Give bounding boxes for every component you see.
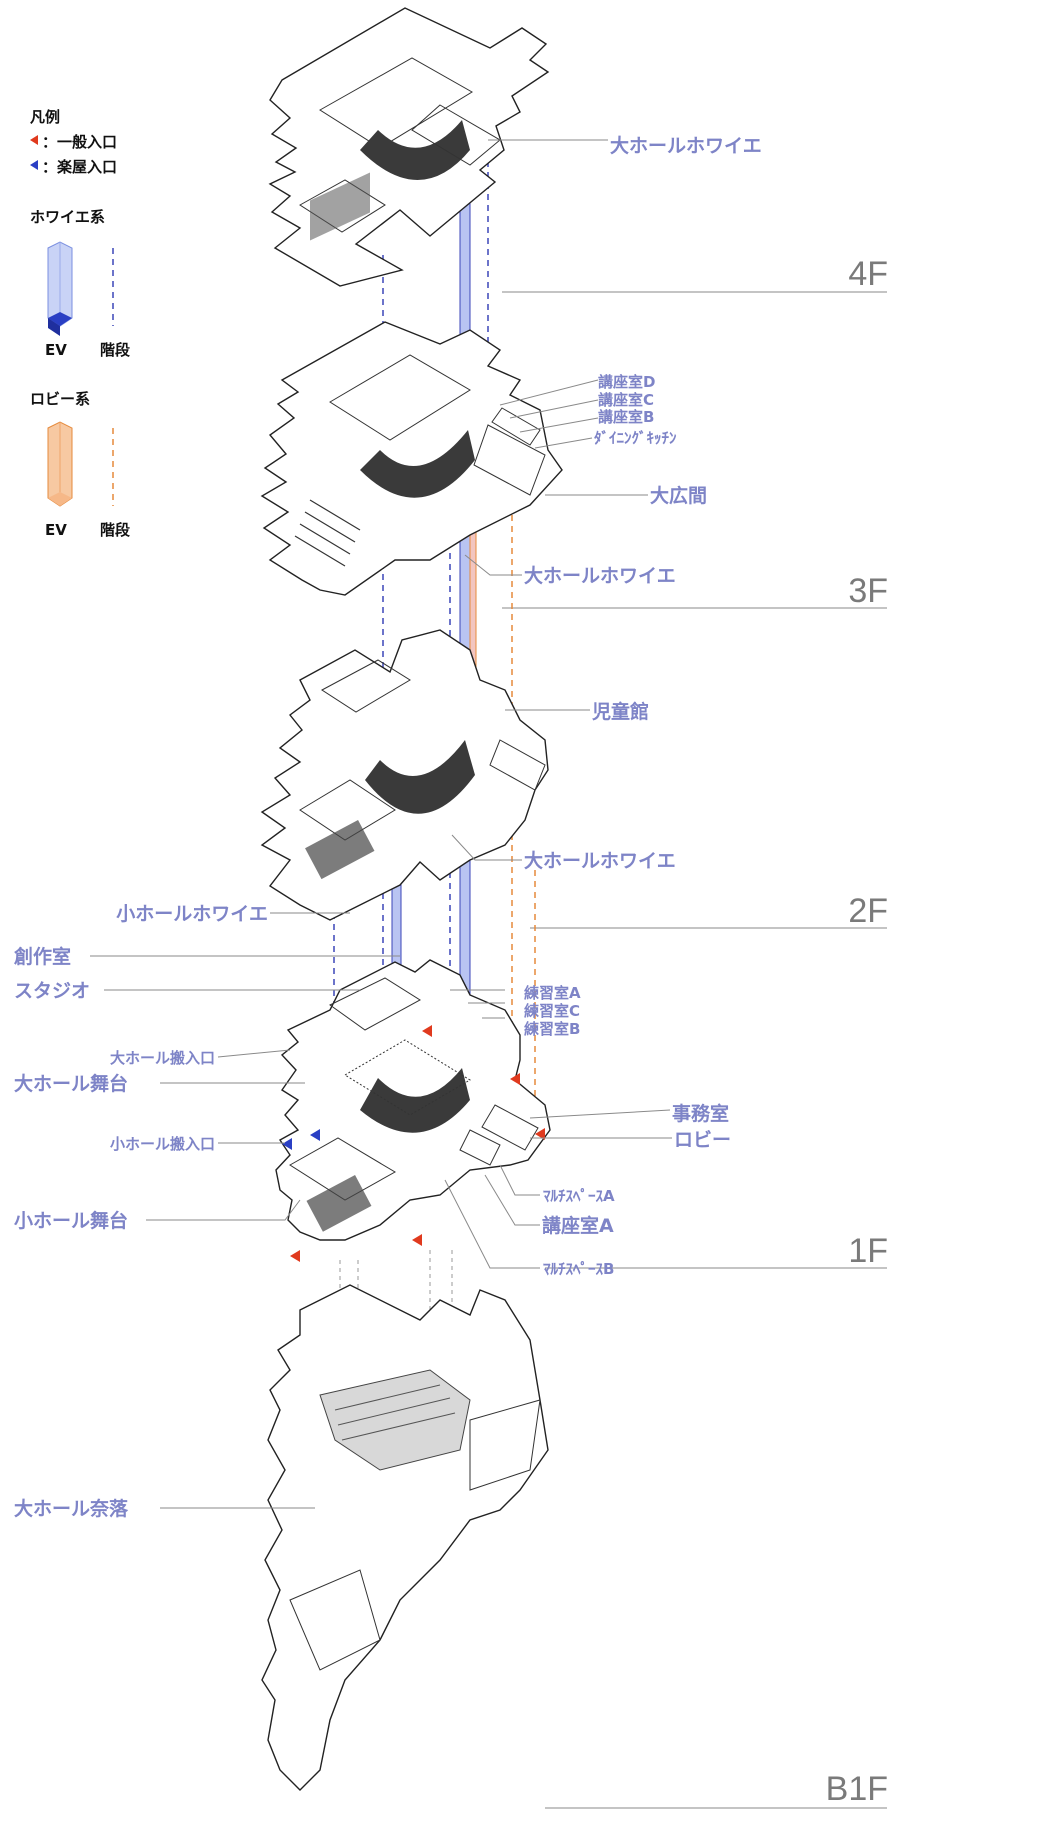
label-big-hall-loading: 大ホール搬入口: [110, 1049, 215, 1067]
floor-label-b1f: B1F: [826, 1770, 888, 1808]
general-entrance-marker-icon: [30, 135, 38, 145]
callouts-left: 小ホールホワイエ 創作室 スタジオ 大ホール搬入口 大ホール舞台 小ホール搬入口…: [14, 903, 400, 1520]
label-practice-b: 練習室B: [524, 1020, 580, 1038]
label-small-hall-loading: 小ホール搬入口: [110, 1135, 215, 1153]
foyer-ev-icon: [47, 241, 73, 336]
label-childrens-hall: 児童館: [591, 700, 649, 723]
label-3f-foyer: 大ホールホワイエ: [524, 564, 676, 587]
label-small-hall-foyer: 小ホールホワイエ: [116, 903, 268, 925]
label-lecture-a: 講座室A: [542, 1214, 614, 1237]
legend-foyer-group: ホワイエ系: [30, 208, 105, 226]
legend-lobby-group: ロビー系: [30, 390, 90, 408]
label-big-hall-stage: 大ホール舞台: [14, 1072, 128, 1095]
hall-2f-seating: [365, 740, 475, 814]
floor-label-2f: 2F: [848, 892, 888, 930]
entrance-general-icon: [510, 1073, 520, 1085]
plan-4f: [268, 7, 550, 287]
label-creation-room: 創作室: [14, 945, 71, 968]
label-big-hall-pit: 大ホール奈落: [14, 1497, 129, 1520]
label-dining-kitchen: ﾀﾞｲﾆﾝｸﾞｷｯﾁﾝ: [594, 429, 677, 447]
callouts-right: 大ホールホワイエ 講座室D 講座室C 講座室B ﾀﾞｲﾆﾝｸﾞｷｯﾁﾝ 大広間 …: [444, 134, 762, 1278]
legend-foyer-ev: EV: [45, 341, 67, 359]
label-practice-c: 練習室C: [524, 1002, 580, 1020]
plan-1f: [275, 959, 551, 1262]
label-lecture-d: 講座室D: [598, 373, 655, 391]
lobby-ev-icon: [47, 421, 73, 507]
plan-b1f: [261, 1284, 549, 1791]
legend: 凡例 ：一般入口 ：楽屋入口 ホワイエ系 EV 階段 ロビー系 EV 階段: [30, 108, 130, 539]
b1f-pit-area: [319, 1369, 471, 1471]
hall-4f-seating: [360, 120, 470, 180]
entrance-general-icon: [290, 1250, 300, 1262]
legend-general-entrance: ：一般入口: [42, 133, 117, 151]
plan-2f: [260, 629, 549, 921]
label-4f-foyer: 大ホールホワイエ: [610, 134, 762, 157]
legend-title: 凡例: [30, 108, 60, 126]
label-2f-foyer: 大ホールホワイエ: [524, 849, 676, 872]
label-big-hall-room: 大広間: [650, 484, 707, 507]
label-lobby: ロビー: [674, 1129, 731, 1151]
plan-3f: [260, 321, 563, 596]
floor-labels: 4F 3F 2F 1F B1F: [502, 255, 888, 1809]
label-multi-b: ﾏﾙﾁｽﾍﾟｰｽB: [543, 1260, 614, 1278]
legend-backstage-entrance: ：楽屋入口: [42, 158, 117, 176]
label-lecture-b: 講座室B: [598, 408, 654, 426]
label-lecture-c: 講座室C: [598, 391, 654, 409]
legend-lobby-stairs: 階段: [100, 521, 130, 539]
label-small-hall-stage: 小ホール舞台: [14, 1209, 128, 1232]
label-practice-a: 練習室A: [524, 984, 581, 1002]
label-office: 事務室: [672, 1102, 729, 1125]
legend-lobby-ev: EV: [45, 521, 67, 539]
floor-label-4f: 4F: [848, 255, 888, 293]
entrance-backstage-icon: [310, 1129, 320, 1141]
floor-label-3f: 3F: [848, 572, 888, 610]
backstage-entrance-marker-icon: [30, 160, 38, 170]
label-multi-a: ﾏﾙﾁｽﾍﾟｰｽA: [543, 1187, 615, 1205]
legend-foyer-stairs: 階段: [100, 341, 130, 359]
floor-label-1f: 1F: [848, 1232, 888, 1270]
entrance-backstage-icon: [282, 1138, 292, 1150]
label-studio: スタジオ: [14, 980, 90, 1002]
hall-1f-seating: [360, 1068, 470, 1133]
entrance-general-icon: [412, 1234, 422, 1246]
hall-3f-seating: [360, 430, 475, 498]
entrance-general-icon: [422, 1025, 432, 1037]
entrance-general-icon: [535, 1128, 545, 1140]
